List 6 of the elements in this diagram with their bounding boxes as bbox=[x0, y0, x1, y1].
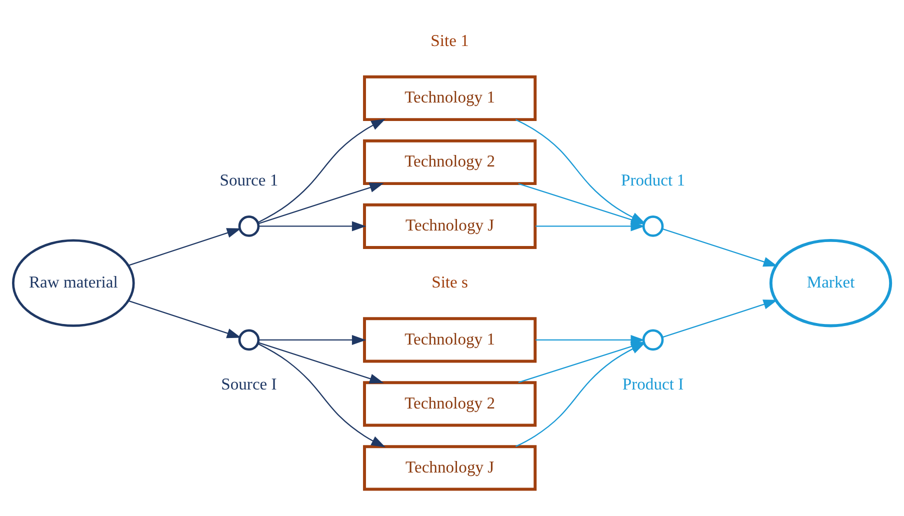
node-label: Source I bbox=[221, 374, 277, 393]
node-label: Product I bbox=[622, 374, 684, 393]
node-label: Source 1 bbox=[220, 170, 278, 190]
label: Site s bbox=[432, 272, 468, 291]
node-label: Product 1 bbox=[621, 170, 686, 190]
label: Site 1 bbox=[430, 30, 469, 50]
